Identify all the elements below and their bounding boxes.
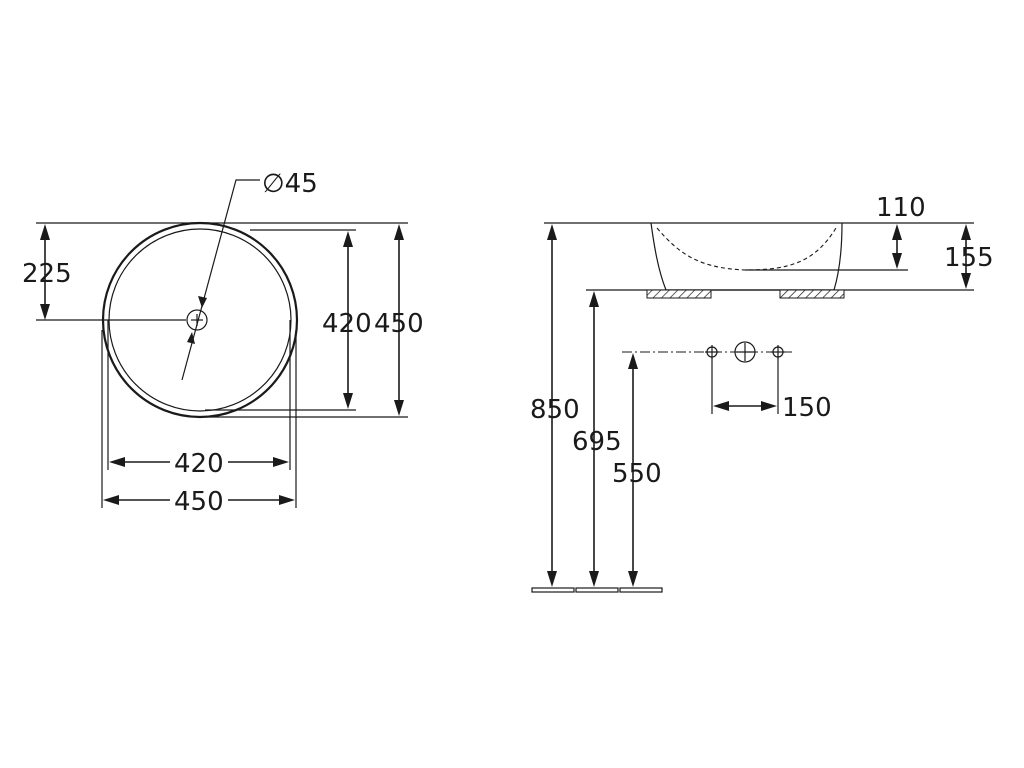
rim-height-label: 850 [530, 395, 580, 425]
counter-height-dimension [589, 291, 599, 587]
floor-line [531, 587, 663, 593]
rim-to-drain-label: 110 [876, 193, 926, 223]
tap-height-dimension [628, 353, 638, 587]
outer-height-dimension [394, 224, 404, 416]
drain-offset-dimension [40, 224, 50, 320]
countertop-support-right [779, 289, 845, 299]
drain-diameter-label: ∅45 [262, 169, 318, 199]
tap-spacing-label: 150 [782, 393, 832, 423]
inner-width-dimension [109, 457, 289, 467]
basin-profile [650, 222, 843, 291]
drain-offset-label: 225 [22, 259, 72, 289]
counter-height-label: 695 [572, 427, 622, 457]
top-view: ∅45 225 420 450 [22, 169, 424, 517]
tap-hole-left-icon [705, 345, 719, 359]
countertop-support-left [646, 289, 712, 299]
tap-spacing-dimension [713, 401, 777, 411]
tap-height-label: 550 [612, 459, 662, 489]
outer-width-dimension [103, 495, 295, 505]
drain-diameter-leader [181, 179, 260, 381]
basin-inner-contour [656, 227, 837, 271]
rim-to-drain-dimension [892, 224, 902, 269]
inner-height-label: 420 [322, 309, 372, 339]
basin-height-dimension [961, 224, 971, 289]
side-view: 110 155 [530, 193, 994, 593]
drain-icon [186, 309, 208, 331]
rim-height-dimension [547, 224, 557, 587]
tap-hole-center-icon [734, 341, 756, 363]
outer-height-label: 450 [374, 309, 424, 339]
inner-height-dimension [343, 231, 353, 409]
basin-height-label: 155 [944, 243, 994, 273]
tap-hole-right-icon [771, 345, 785, 359]
inner-width-label: 420 [174, 449, 224, 479]
outer-width-label: 450 [174, 487, 224, 517]
